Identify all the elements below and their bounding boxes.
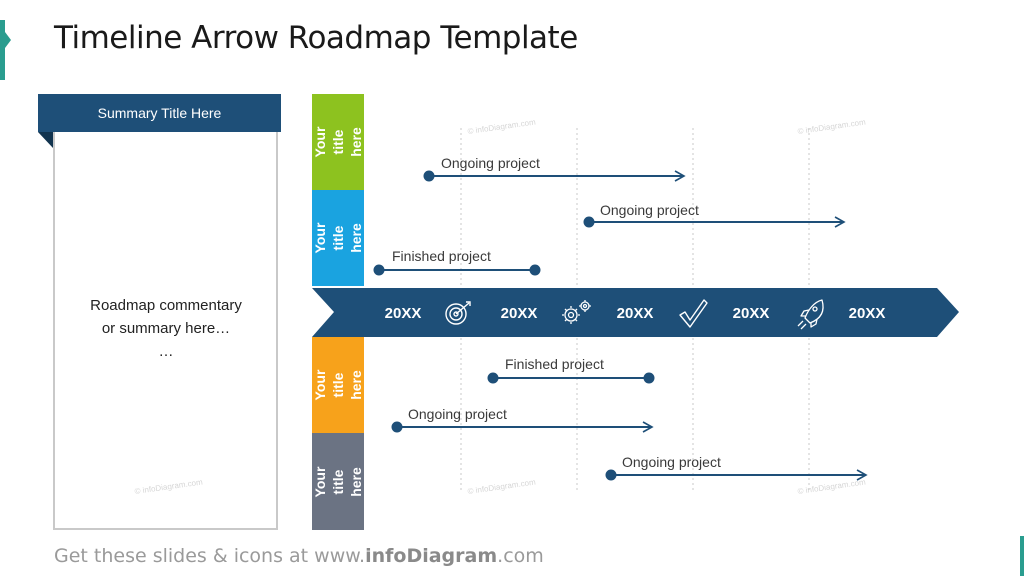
- summary-text: Roadmap commentary or summary here… …: [60, 294, 272, 363]
- summary-line: Roadmap commentary: [90, 297, 242, 314]
- year-label: 20XX: [733, 305, 770, 322]
- watermark: © infoDiagram.com: [467, 477, 536, 496]
- project-label: Finished project: [505, 356, 604, 372]
- rocket-icon: [797, 299, 824, 330]
- timeline-arrow: [312, 288, 959, 337]
- project-end-dot: [643, 372, 655, 384]
- summary-box: [53, 130, 278, 530]
- year-label: 20XX: [617, 305, 654, 322]
- project-label: Ongoing project: [441, 155, 540, 171]
- footer-brand: infoDiagram: [365, 545, 498, 567]
- project-end-dot: [529, 264, 541, 276]
- category-band-1: Your title here: [312, 94, 364, 190]
- summary-ribbon-fold: [38, 132, 53, 148]
- project-label: Ongoing project: [600, 202, 699, 218]
- left-accent-tip: [5, 32, 11, 48]
- project-label: Ongoing project: [408, 406, 507, 422]
- watermark: © infoDiagram.com: [134, 477, 203, 496]
- left-accent-bar: [0, 20, 5, 80]
- watermark: © infoDiagram.com: [797, 477, 866, 496]
- gears-icon: [562, 300, 591, 324]
- project-label: Finished project: [392, 248, 491, 264]
- project-start-dot: [583, 216, 595, 228]
- project-start-dot: [487, 372, 499, 384]
- footer: Get these slides & icons at www.infoDiag…: [54, 545, 544, 567]
- project-label: Ongoing project: [622, 454, 721, 470]
- page-title: Timeline Arrow Roadmap Template: [54, 20, 578, 56]
- year-label: 20XX: [501, 305, 538, 322]
- project-start-dot: [423, 170, 435, 182]
- year-label: 20XX: [849, 305, 886, 322]
- footer-suffix: .com: [497, 545, 544, 567]
- target-icon: [445, 301, 471, 325]
- footer-prefix: Get these slides & icons at www.: [54, 545, 366, 567]
- right-accent-bar: [1020, 536, 1024, 576]
- category-band-4: Your title here: [312, 433, 364, 530]
- category-band-3: Your title here: [312, 337, 364, 433]
- category-band-2: Your title here: [312, 190, 364, 286]
- project-start-dot: [391, 421, 403, 433]
- checkmark-icon: [679, 299, 708, 328]
- watermark: © infoDiagram.com: [797, 117, 866, 136]
- summary-line: or summary here…: [101, 320, 231, 337]
- watermark: © infoDiagram.com: [467, 117, 536, 136]
- summary-title: Summary Title Here: [38, 94, 281, 132]
- summary-line: …: [158, 343, 174, 360]
- project-start-dot: [605, 469, 617, 481]
- year-label: 20XX: [385, 305, 422, 322]
- project-start-dot: [373, 264, 385, 276]
